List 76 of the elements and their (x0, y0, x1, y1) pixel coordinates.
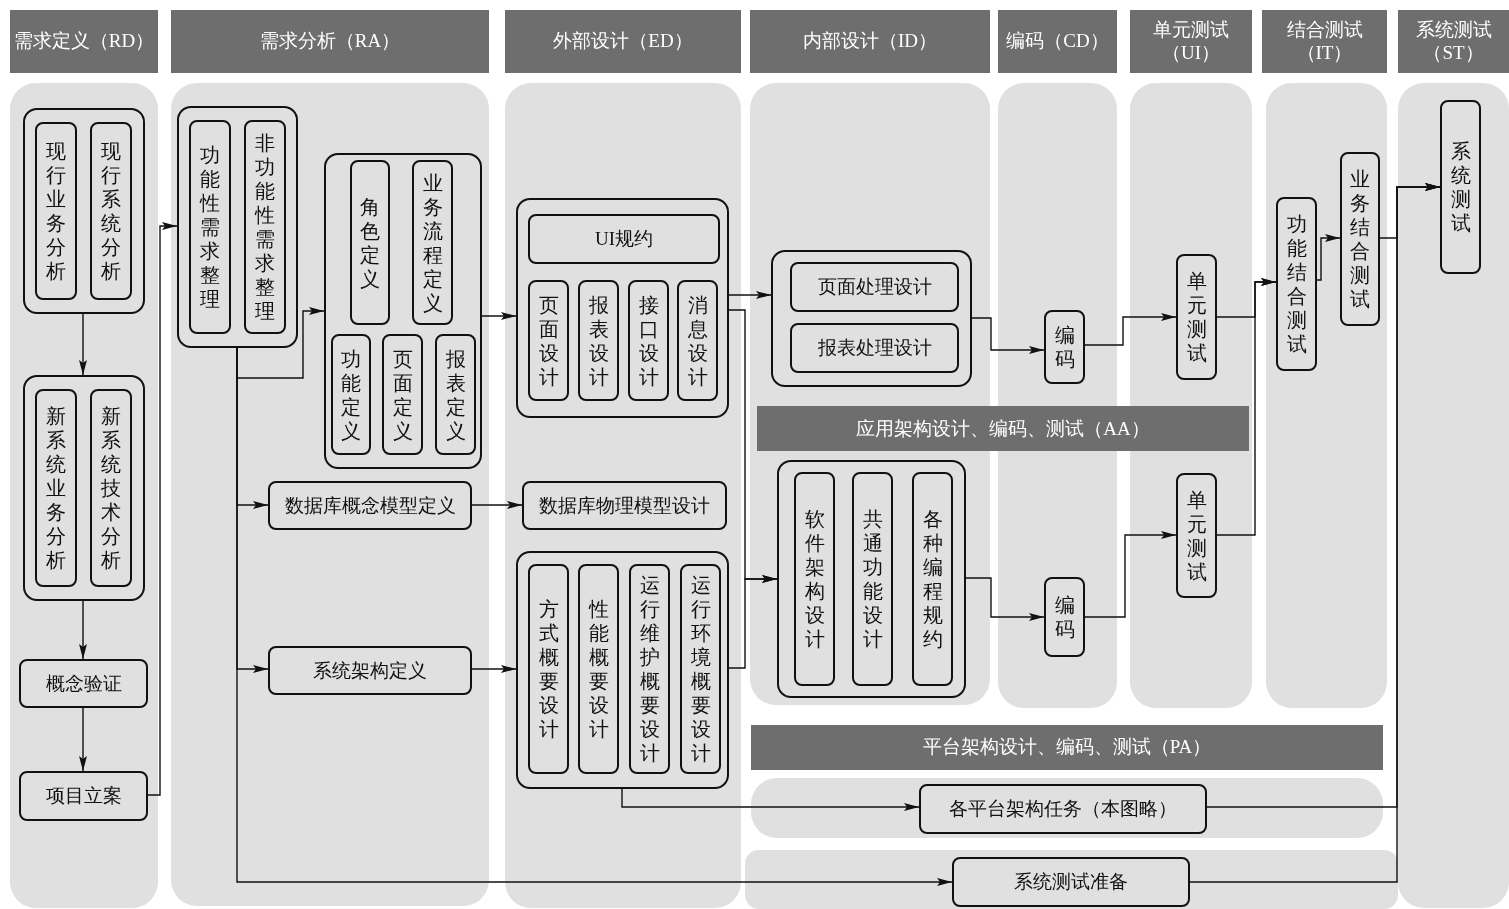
lane-header: 需求分析（RA） (171, 10, 489, 73)
panel-background (745, 850, 1398, 909)
group-box (771, 250, 972, 387)
process-box: 页面定义 (382, 334, 423, 455)
lane-header: 内部设计（ID） (750, 10, 990, 73)
process-box: 运行环境概要设计 (680, 564, 721, 774)
arrow (79, 313, 87, 376)
process-box: 数据库概念模型定义 (268, 481, 472, 530)
process-box: 性能概要设计 (578, 564, 619, 774)
section-band: 应用架构设计、编码、测试（AA） (757, 406, 1249, 451)
lane-header: 需求定义（RD） (10, 10, 158, 73)
process-box: 现行业务分析 (35, 122, 77, 300)
arrow (147, 222, 178, 796)
process-box: 功能结合测试 (1276, 197, 1317, 371)
process-box: 角色定义 (350, 160, 390, 325)
arrow (1084, 313, 1177, 346)
process-box: 业务结合测试 (1340, 152, 1380, 326)
arrow (1084, 531, 1177, 618)
process-box: 系统架构定义 (268, 646, 472, 695)
group-box (516, 551, 729, 789)
arrow (971, 317, 1045, 354)
process-box: 运行维护概要设计 (629, 564, 670, 774)
arrow (79, 707, 87, 772)
process-box: 系统测试准备 (952, 857, 1190, 907)
arrow (236, 307, 325, 379)
arrow (1316, 234, 1341, 281)
lane-header: 平台架构设计、编码、测试（PA） (751, 725, 1383, 770)
process-box: 概念验证 (19, 659, 148, 708)
process-box: 方式概要设计 (528, 564, 569, 774)
process-box: 报表定义 (435, 334, 476, 455)
process-box: 单元测试 (1176, 473, 1217, 598)
process-box: 项目立案 (19, 771, 148, 821)
process-box: 功能定义 (331, 334, 371, 455)
arrow (728, 291, 772, 299)
group-box (23, 375, 145, 601)
process-box: 新系统技术分析 (90, 389, 132, 587)
lane-header: 外部设计（ED） (505, 10, 741, 73)
lane-header: 编码（CD） (998, 10, 1117, 73)
lane-header: 单元测试（UI） (1130, 10, 1252, 73)
process-box: 新系统业务分析 (35, 389, 77, 587)
process-box: 页面设计 (528, 280, 569, 401)
process-box: 接口设计 (628, 280, 669, 401)
arrow (728, 575, 778, 669)
process-box: 报表处理设计 (790, 323, 959, 373)
process-box: 非功能性需求整理 (244, 120, 286, 334)
process-box: 现行系统分析 (90, 122, 132, 300)
process-box: 单元测试 (1176, 254, 1217, 380)
lane-header: 结合测试（IT） (1262, 10, 1387, 73)
arrow (481, 312, 517, 320)
process-box: 共通功能设计 (852, 472, 893, 686)
arrow (471, 501, 523, 509)
lane-header: 系统测试（ST） (1398, 10, 1509, 73)
process-box: UI规约 (528, 214, 720, 264)
process-box: 报表设计 (578, 280, 619, 401)
group-box (177, 106, 298, 348)
arrow (1216, 278, 1277, 536)
group-box (516, 198, 729, 418)
process-box: 数据库物理模型设计 (522, 481, 727, 530)
group-box (777, 460, 966, 698)
arrow (1189, 183, 1441, 883)
group-box (324, 153, 482, 469)
arrow (621, 788, 920, 811)
arrow (965, 577, 1045, 621)
process-box: 功能性需求整理 (189, 120, 231, 334)
process-box: 系统测试 (1440, 100, 1481, 274)
process-box: 页面处理设计 (790, 262, 959, 312)
process-box: 编码 (1044, 310, 1085, 384)
process-box: 业务流程定义 (412, 160, 453, 325)
process-box: 软件架构设计 (794, 472, 835, 686)
arrow (79, 600, 87, 660)
process-box: 消息设计 (677, 280, 718, 401)
process-box: 编码 (1044, 577, 1085, 657)
process-box: 各平台架构任务（本图略） (919, 784, 1207, 834)
group-box (23, 108, 145, 314)
process-box: 各种编程规约 (912, 472, 953, 686)
arrow (471, 665, 517, 673)
